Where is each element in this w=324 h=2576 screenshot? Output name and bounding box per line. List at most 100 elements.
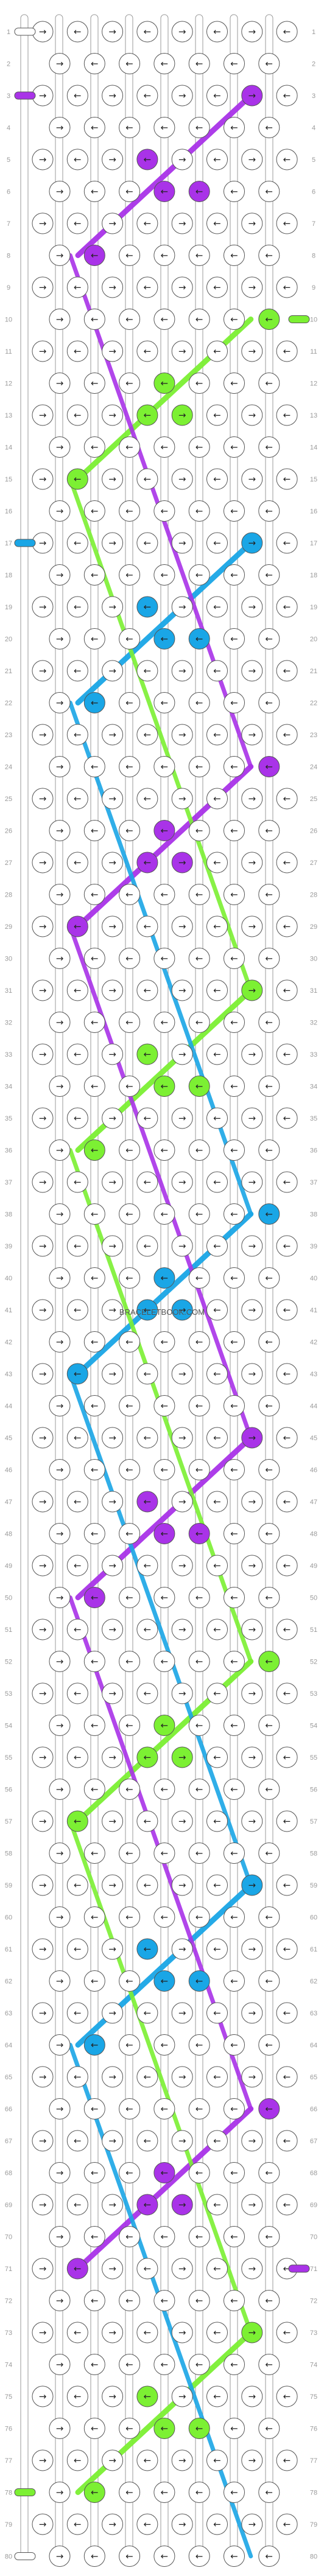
knot [66, 2322, 88, 2343]
knot [258, 1587, 280, 1608]
row-number-left: 75 [5, 2393, 12, 2401]
start-strand-tab [14, 539, 36, 547]
arrow-left-icon: ← [213, 218, 221, 229]
knot [276, 2322, 298, 2343]
knot [136, 1491, 158, 1513]
arrow-right-icon: → [39, 1816, 47, 1827]
knot [241, 1682, 263, 1704]
knot [224, 692, 245, 713]
knot [102, 915, 124, 937]
arrow-right-icon: → [56, 2040, 64, 2051]
knot [102, 1427, 124, 1449]
row-number-left: 54 [5, 1723, 12, 1730]
arrow-left-icon: ← [125, 953, 133, 964]
arrow-left-icon: ← [266, 1592, 273, 1603]
return-band [68, 477, 253, 993]
row-number-left: 4 [7, 125, 10, 132]
knot [276, 468, 298, 490]
knot [119, 1395, 141, 1416]
knot [119, 436, 141, 458]
arrow-right-icon: → [39, 1688, 47, 1699]
row-number-right: 42 [310, 1339, 317, 1346]
knot [206, 596, 228, 618]
arrow-right-icon: → [108, 601, 116, 612]
arrow-right-icon: → [248, 601, 256, 612]
row-number-right: 68 [310, 2170, 317, 2177]
knot [224, 1203, 245, 1225]
knot [224, 2226, 245, 2247]
knot [258, 2482, 280, 2503]
row-number-left: 80 [5, 2553, 12, 2561]
knot [258, 117, 280, 138]
arrow-right-icon: → [39, 2135, 47, 2146]
knot [32, 1619, 54, 1640]
arrow-left-icon: ← [195, 2487, 203, 2498]
row-number-right: 48 [310, 1531, 317, 1538]
knot [136, 404, 158, 426]
arrow-right-icon: → [248, 282, 256, 293]
arrow-left-icon: ← [144, 2007, 152, 2018]
knot [188, 2546, 210, 2567]
row-number-right: 32 [310, 1020, 317, 1027]
knot [276, 724, 298, 746]
arrow-right-icon: → [178, 1560, 186, 1571]
knot [258, 373, 280, 394]
knot [66, 724, 88, 746]
knot [206, 1810, 228, 1832]
row-number-left: 28 [5, 892, 12, 899]
arrow-right-icon: → [39, 2199, 47, 2210]
arrow-left-icon: ← [125, 1912, 133, 1923]
arrow-right-icon: → [108, 1944, 116, 1955]
knot [241, 1171, 263, 1193]
watermark: BRACELETBOOK.COM [119, 1307, 205, 1317]
knot [136, 21, 158, 43]
row-number-right: 28 [310, 892, 317, 899]
knot [83, 436, 105, 458]
knot [224, 245, 245, 266]
knot [206, 2322, 228, 2343]
knot [206, 404, 228, 426]
knot [119, 1651, 141, 1672]
arrow-left-icon: ← [144, 1624, 152, 1635]
arrow-left-icon: ← [161, 761, 169, 772]
arrow-right-icon: → [178, 2519, 186, 2530]
knot [241, 2449, 263, 2471]
arrow-right-icon: → [248, 2199, 256, 2210]
arrow-right-icon: → [178, 601, 186, 612]
arrow-left-icon: ← [125, 1209, 133, 1220]
arrow-right-icon: → [56, 761, 64, 772]
arrow-left-icon: ← [283, 665, 291, 676]
arrow-left-icon: ← [125, 2423, 133, 2434]
arrow-left-icon: ← [266, 1656, 273, 1667]
knot [49, 2546, 71, 2567]
row-number-left: 40 [5, 1275, 12, 1283]
arrow-left-icon: ← [195, 889, 203, 900]
arrow-left-icon: ← [125, 761, 133, 772]
knot [224, 1843, 245, 1864]
arrow-left-icon: ← [161, 506, 169, 517]
knot [153, 2098, 175, 2119]
knot [83, 756, 105, 777]
knot [119, 628, 141, 649]
arrow-right-icon: → [56, 506, 64, 517]
knot [66, 1043, 88, 1065]
knot [206, 1938, 228, 1960]
knot [102, 149, 124, 170]
row-number-right: 46 [310, 1467, 317, 1474]
row-number-left: 41 [5, 1307, 12, 1314]
knot [49, 181, 71, 202]
row-number-right: 73 [310, 2329, 317, 2337]
knot [66, 1810, 88, 1832]
arrow-right-icon: → [178, 2391, 186, 2402]
arrow-right-icon: → [39, 1944, 47, 1955]
knot [224, 1906, 245, 1928]
knot [241, 724, 263, 746]
arrow-left-icon: ← [144, 1880, 152, 1891]
arrow-right-icon: → [39, 1496, 47, 1507]
arrow-left-icon: ← [283, 26, 291, 37]
arrow-left-icon: ← [161, 1720, 169, 1731]
arrow-left-icon: ← [213, 474, 221, 485]
arrow-right-icon: → [178, 2007, 186, 2018]
row-number-right: 24 [310, 764, 317, 771]
arrow-left-icon: ← [91, 1528, 99, 1539]
